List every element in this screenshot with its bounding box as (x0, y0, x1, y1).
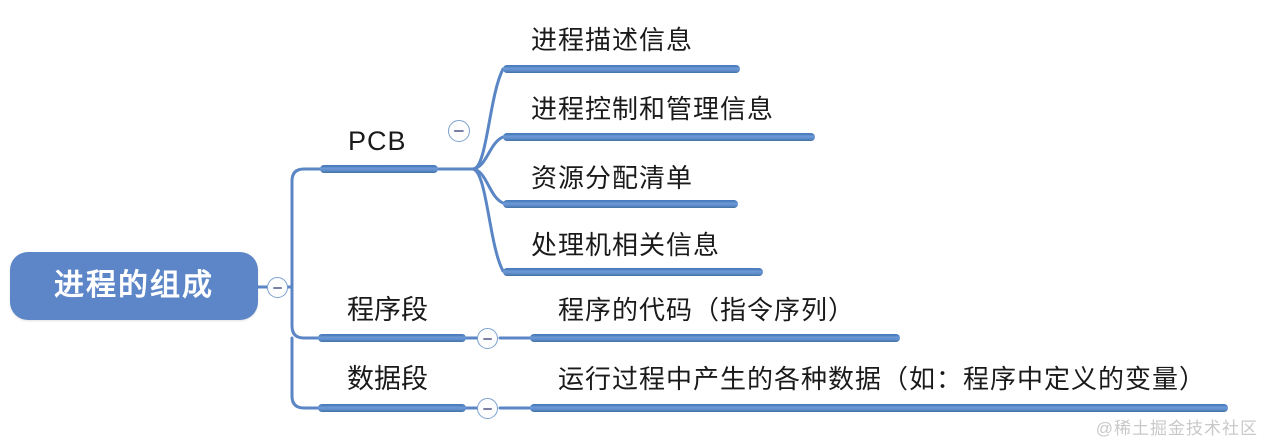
topic-bar-runtime-data[interactable] (530, 404, 1228, 412)
topic-label-program-code[interactable]: 程序的代码（指令序列） (558, 295, 856, 325)
topic-bar-process-control-management-info[interactable] (503, 133, 815, 141)
watermark: @稀土掘金技术社区 (1095, 419, 1258, 438)
wire-pcb-to-child-2 (471, 135, 505, 171)
topic-label-resource-allocation-list[interactable]: 资源分配清单 (531, 163, 694, 193)
wire-pcb-to-child-4 (471, 167, 505, 273)
topic-label-process-description-info[interactable]: 进程描述信息 (531, 25, 694, 55)
topic-bar-data-segment[interactable] (318, 404, 466, 412)
topic-bar-pcb[interactable] (320, 165, 438, 173)
wire-pcb-to-child-1 (471, 67, 505, 171)
wire-trunk-to-data-segment (290, 336, 324, 410)
root-node-label: 进程的组成 (54, 269, 214, 302)
topic-label-data-segment[interactable]: 数据段 (347, 364, 428, 394)
topic-label-process-control-management-info[interactable]: 进程控制和管理信息 (531, 94, 775, 124)
wire-trunk-to-pcb (290, 167, 324, 289)
collapse-minus-icon-program-segment[interactable] (477, 328, 498, 349)
wire-pcb-to-child-3 (471, 167, 505, 205)
topic-bar-processor-related-info[interactable] (503, 268, 763, 276)
root-node[interactable]: 进程的组成 (10, 252, 258, 320)
topic-bar-resource-allocation-list[interactable] (503, 200, 738, 208)
topic-label-runtime-data[interactable]: 运行过程中产生的各种数据（如：程序中定义的变量） (558, 364, 1207, 394)
topic-label-pcb[interactable]: PCB (348, 126, 407, 156)
collapse-minus-icon-root[interactable] (267, 277, 288, 298)
topic-label-processor-related-info[interactable]: 处理机相关信息 (531, 230, 721, 260)
topic-bar-process-description-info[interactable] (503, 65, 740, 73)
wire-trunk-to-program-segment (290, 285, 324, 340)
topic-label-program-segment[interactable]: 程序段 (347, 295, 428, 325)
collapse-minus-icon-pcb[interactable] (448, 120, 470, 142)
topic-bar-program-segment[interactable] (318, 334, 466, 342)
collapse-minus-icon-data-segment[interactable] (477, 398, 498, 419)
topic-bar-program-code[interactable] (530, 334, 900, 342)
